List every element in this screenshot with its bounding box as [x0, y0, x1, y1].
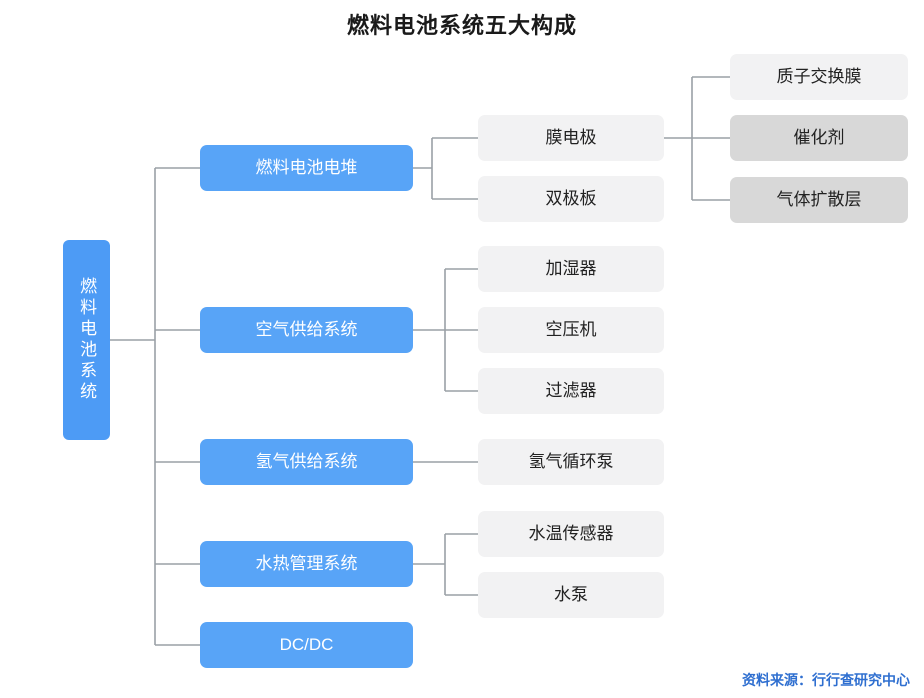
branch-node-4[interactable]: DC/DC: [200, 622, 413, 668]
page-title: 燃料电池系统五大构成: [346, 13, 577, 38]
leaf-node-gas-diffusion-layer-label: 气体扩散层: [776, 190, 862, 210]
branch-node-2[interactable]: 氢气供给系统: [200, 439, 413, 485]
leaf-node-water-pump-label: 水泵: [554, 585, 588, 605]
leaf-node-humidifier-label: 加湿器: [545, 259, 597, 279]
branch-node-4-label: DC/DC: [279, 635, 334, 655]
leaf-node-hydrogen-circulation-pump-label: 氢气循环泵: [528, 452, 614, 472]
leaf-node-humidifier[interactable]: 加湿器: [478, 246, 664, 292]
leaf-node-filter[interactable]: 过滤器: [478, 368, 664, 414]
source-note: 资料来源：行行查研究中心: [742, 670, 910, 690]
leaf-node-filter-label: 过滤器: [545, 381, 597, 401]
branch-node-3[interactable]: 水热管理系统: [200, 541, 413, 587]
leaf-node-water-temperature-sensor[interactable]: 水温传感器: [478, 511, 664, 557]
source-value: 行行查研究中心: [812, 672, 910, 688]
leaf-node-water-temperature-sensor-label: 水温传感器: [528, 524, 614, 544]
leaf-node-air-compressor-label: 空压机: [545, 320, 597, 340]
leaf-node-bipolar-plate[interactable]: 双极板: [478, 176, 664, 222]
branch-node-3-label: 水热管理系统: [255, 554, 358, 574]
leaf-node-catalyst[interactable]: 催化剂: [730, 115, 908, 161]
leaf-node-bipolar-plate-label: 双极板: [545, 189, 597, 209]
root-node[interactable]: 燃料电池系统: [63, 240, 110, 440]
source-label: 资料来源：: [742, 672, 812, 688]
branch-node-0[interactable]: 燃料电池电堆: [200, 145, 413, 191]
branch-node-1-label: 空气供给系统: [255, 320, 358, 340]
leaf-node-proton-exchange-membrane-label: 质子交换膜: [776, 67, 862, 87]
leaf-node-membrane-electrode[interactable]: 膜电极: [478, 115, 664, 161]
leaf-node-proton-exchange-membrane[interactable]: 质子交换膜: [730, 54, 908, 100]
leaf-node-hydrogen-circulation-pump[interactable]: 氢气循环泵: [478, 439, 664, 485]
root-node-label: 燃料电池系统: [77, 277, 97, 403]
leaf-node-gas-diffusion-layer[interactable]: 气体扩散层: [730, 177, 908, 223]
leaf-node-membrane-electrode-label: 膜电极: [545, 128, 597, 148]
leaf-node-catalyst-label: 催化剂: [793, 128, 845, 148]
leaf-node-air-compressor[interactable]: 空压机: [478, 307, 664, 353]
branch-node-1[interactable]: 空气供给系统: [200, 307, 413, 353]
leaf-node-water-pump[interactable]: 水泵: [478, 572, 664, 618]
branch-node-0-label: 燃料电池电堆: [255, 158, 358, 178]
branch-node-2-label: 氢气供给系统: [255, 452, 358, 472]
